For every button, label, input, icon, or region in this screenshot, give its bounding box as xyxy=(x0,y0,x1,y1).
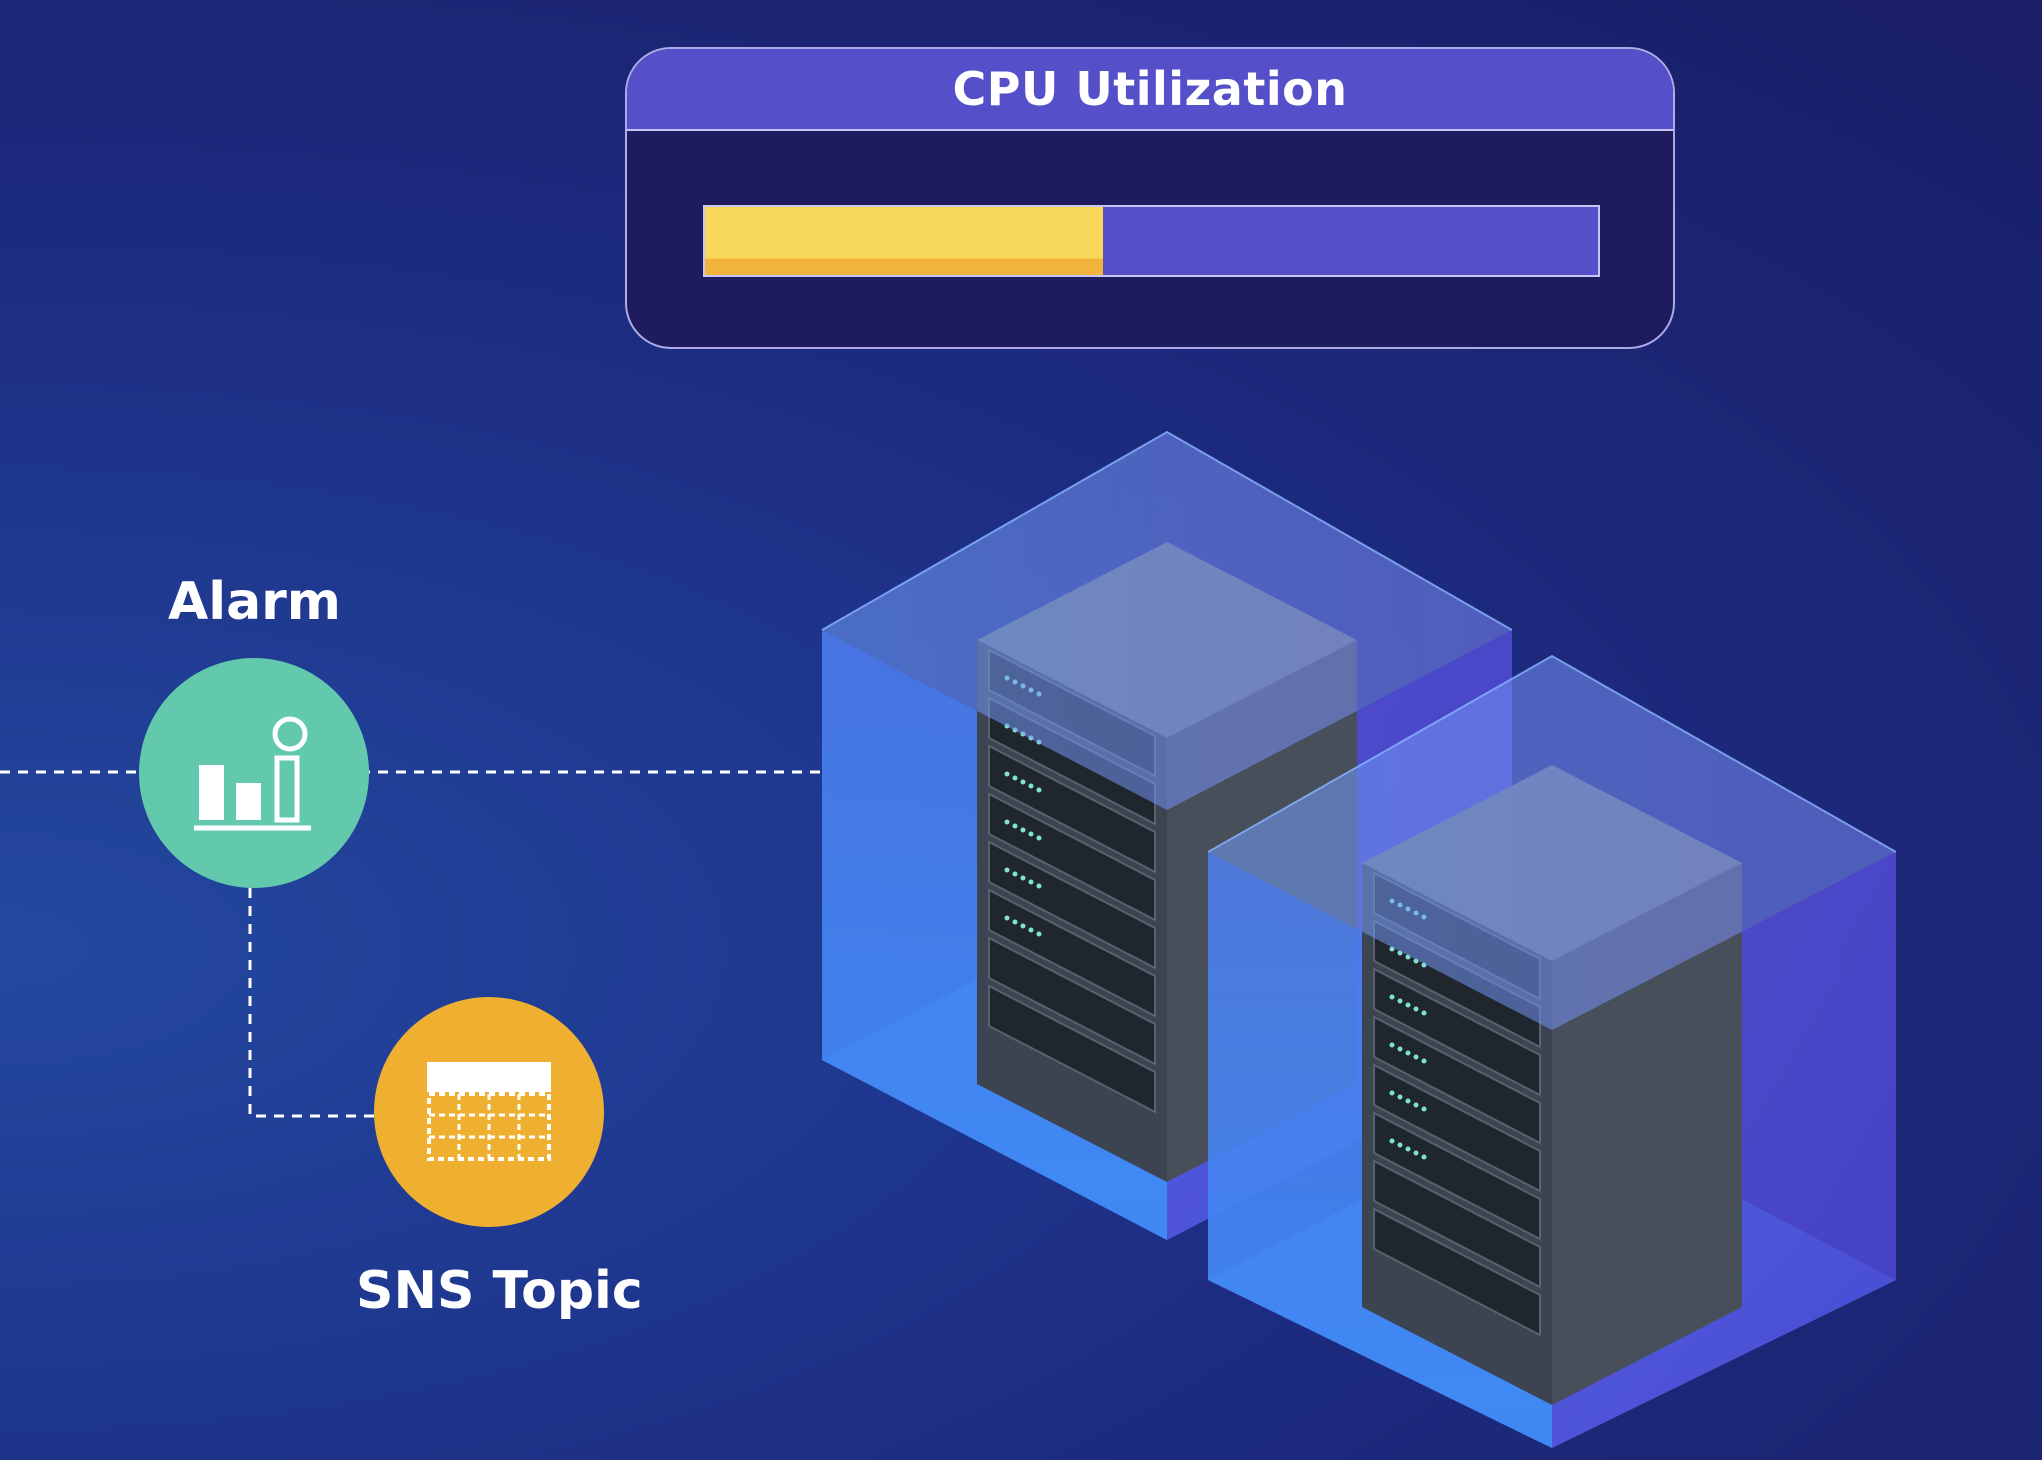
container-cube-2 xyxy=(1207,654,1897,1448)
panel-title: CPU Utilization xyxy=(952,62,1348,116)
sns-topic-label: SNS Topic xyxy=(356,1261,643,1321)
alarm-label: Alarm xyxy=(168,572,341,632)
bar-chart-alarm-icon xyxy=(194,716,311,831)
cpu-utilization-bar-fill xyxy=(705,207,1104,275)
alarm-node[interactable] xyxy=(139,658,369,888)
cpu-utilization-panel: CPU Utilization xyxy=(625,47,1675,349)
table-grid-icon xyxy=(427,1062,551,1161)
sns-topic-node[interactable] xyxy=(374,997,604,1227)
panel-header: CPU Utilization xyxy=(627,49,1673,131)
alarm-to-sns-connector xyxy=(248,888,374,1118)
cpu-utilization-bar xyxy=(703,205,1600,277)
